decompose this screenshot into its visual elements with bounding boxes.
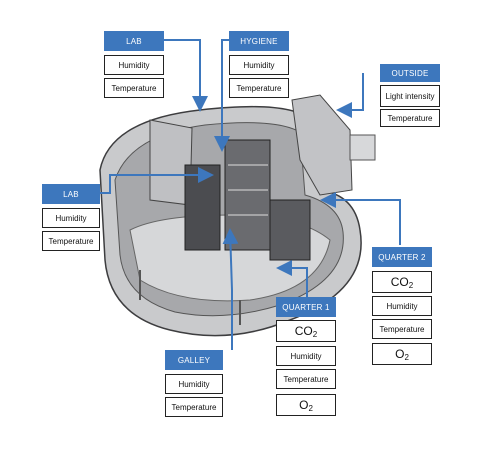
outside-temperature: Temperature: [380, 109, 440, 127]
quarter2-header: QUARTER 2: [372, 247, 432, 267]
galley-header: GALLEY: [165, 350, 223, 370]
outside-light-intensity: Light intensity: [380, 85, 440, 107]
lab-left-humidity: Humidity: [42, 208, 100, 228]
quarter2-humidity: Humidity: [372, 296, 432, 316]
lab-top-humidity: Humidity: [104, 55, 164, 75]
hygiene-header: HYGIENE: [229, 31, 289, 51]
hygiene-humidity: Humidity: [229, 55, 289, 75]
outside-header: OUTSIDE: [380, 64, 440, 82]
galley-humidity: Humidity: [165, 374, 223, 394]
hygiene-temperature: Temperature: [229, 78, 289, 98]
lab-top-temperature: Temperature: [104, 78, 164, 98]
quarter1-humidity: Humidity: [276, 346, 336, 366]
lab-left-temperature: Temperature: [42, 231, 100, 251]
quarter2-temperature: Temperature: [372, 319, 432, 339]
lab-top-header: LAB: [104, 31, 164, 51]
quarter1-header: QUARTER 1: [276, 297, 336, 317]
quarter1-temperature: Temperature: [276, 369, 336, 389]
lab-left-header: LAB: [42, 184, 100, 204]
galley-temperature: Temperature: [165, 397, 223, 417]
